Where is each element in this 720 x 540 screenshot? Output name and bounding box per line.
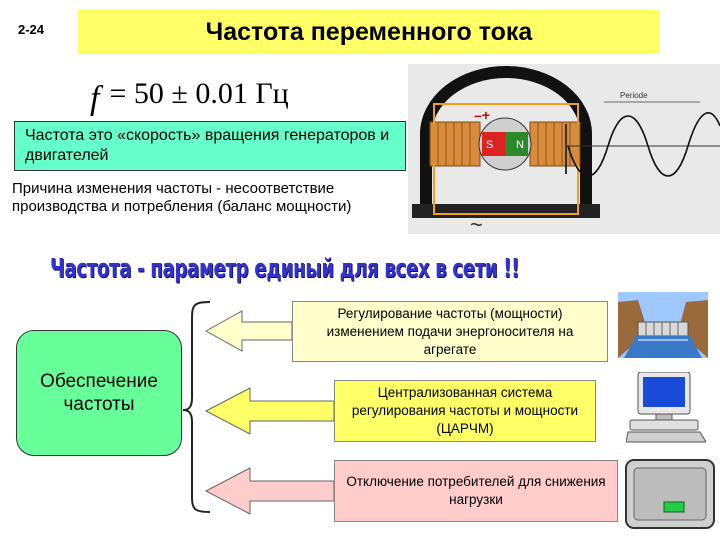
method-box-3: Отключение потребителей для снижения наг…	[334, 460, 618, 522]
magnet-n-label: N	[516, 139, 524, 151]
switch-panel-icon	[624, 458, 716, 530]
frequency-formula: f = 50 ± 0.01 Гц	[90, 74, 289, 117]
polarity-label: –+	[474, 107, 490, 123]
wave-period-label: Periode	[620, 91, 648, 100]
method-box-2: Централизованная система регулирования ч…	[334, 380, 596, 442]
arrow-method-3	[204, 467, 335, 515]
hydro-dam-icon	[618, 292, 708, 358]
formula-symbol: f	[90, 80, 100, 117]
ac-symbol: ~	[470, 212, 483, 234]
formula-expression: = 50 ± 0.01 Гц	[109, 77, 289, 110]
provision-box: Обеспечение частоты	[16, 330, 182, 456]
method-box-1: Регулирование частоты (мощности) изменен…	[292, 301, 608, 362]
arrow-method-2	[204, 387, 335, 435]
slide-title: Частота переменного тока	[78, 10, 660, 54]
magnet-s-label: S	[486, 139, 493, 151]
computer-icon	[625, 371, 707, 444]
reason-text: Причина изменения частоты - несоответств…	[12, 180, 352, 215]
brace	[182, 301, 211, 513]
definition-box: Частота это «скорость» вращения генерато…	[14, 121, 406, 171]
headline: Частота - параметр единый для всех в сет…	[50, 254, 520, 284]
arrow-method-1	[204, 310, 293, 352]
slide-number: 2-24	[18, 22, 45, 37]
generator-illustration: S N –+ ~ Periode	[408, 64, 720, 237]
